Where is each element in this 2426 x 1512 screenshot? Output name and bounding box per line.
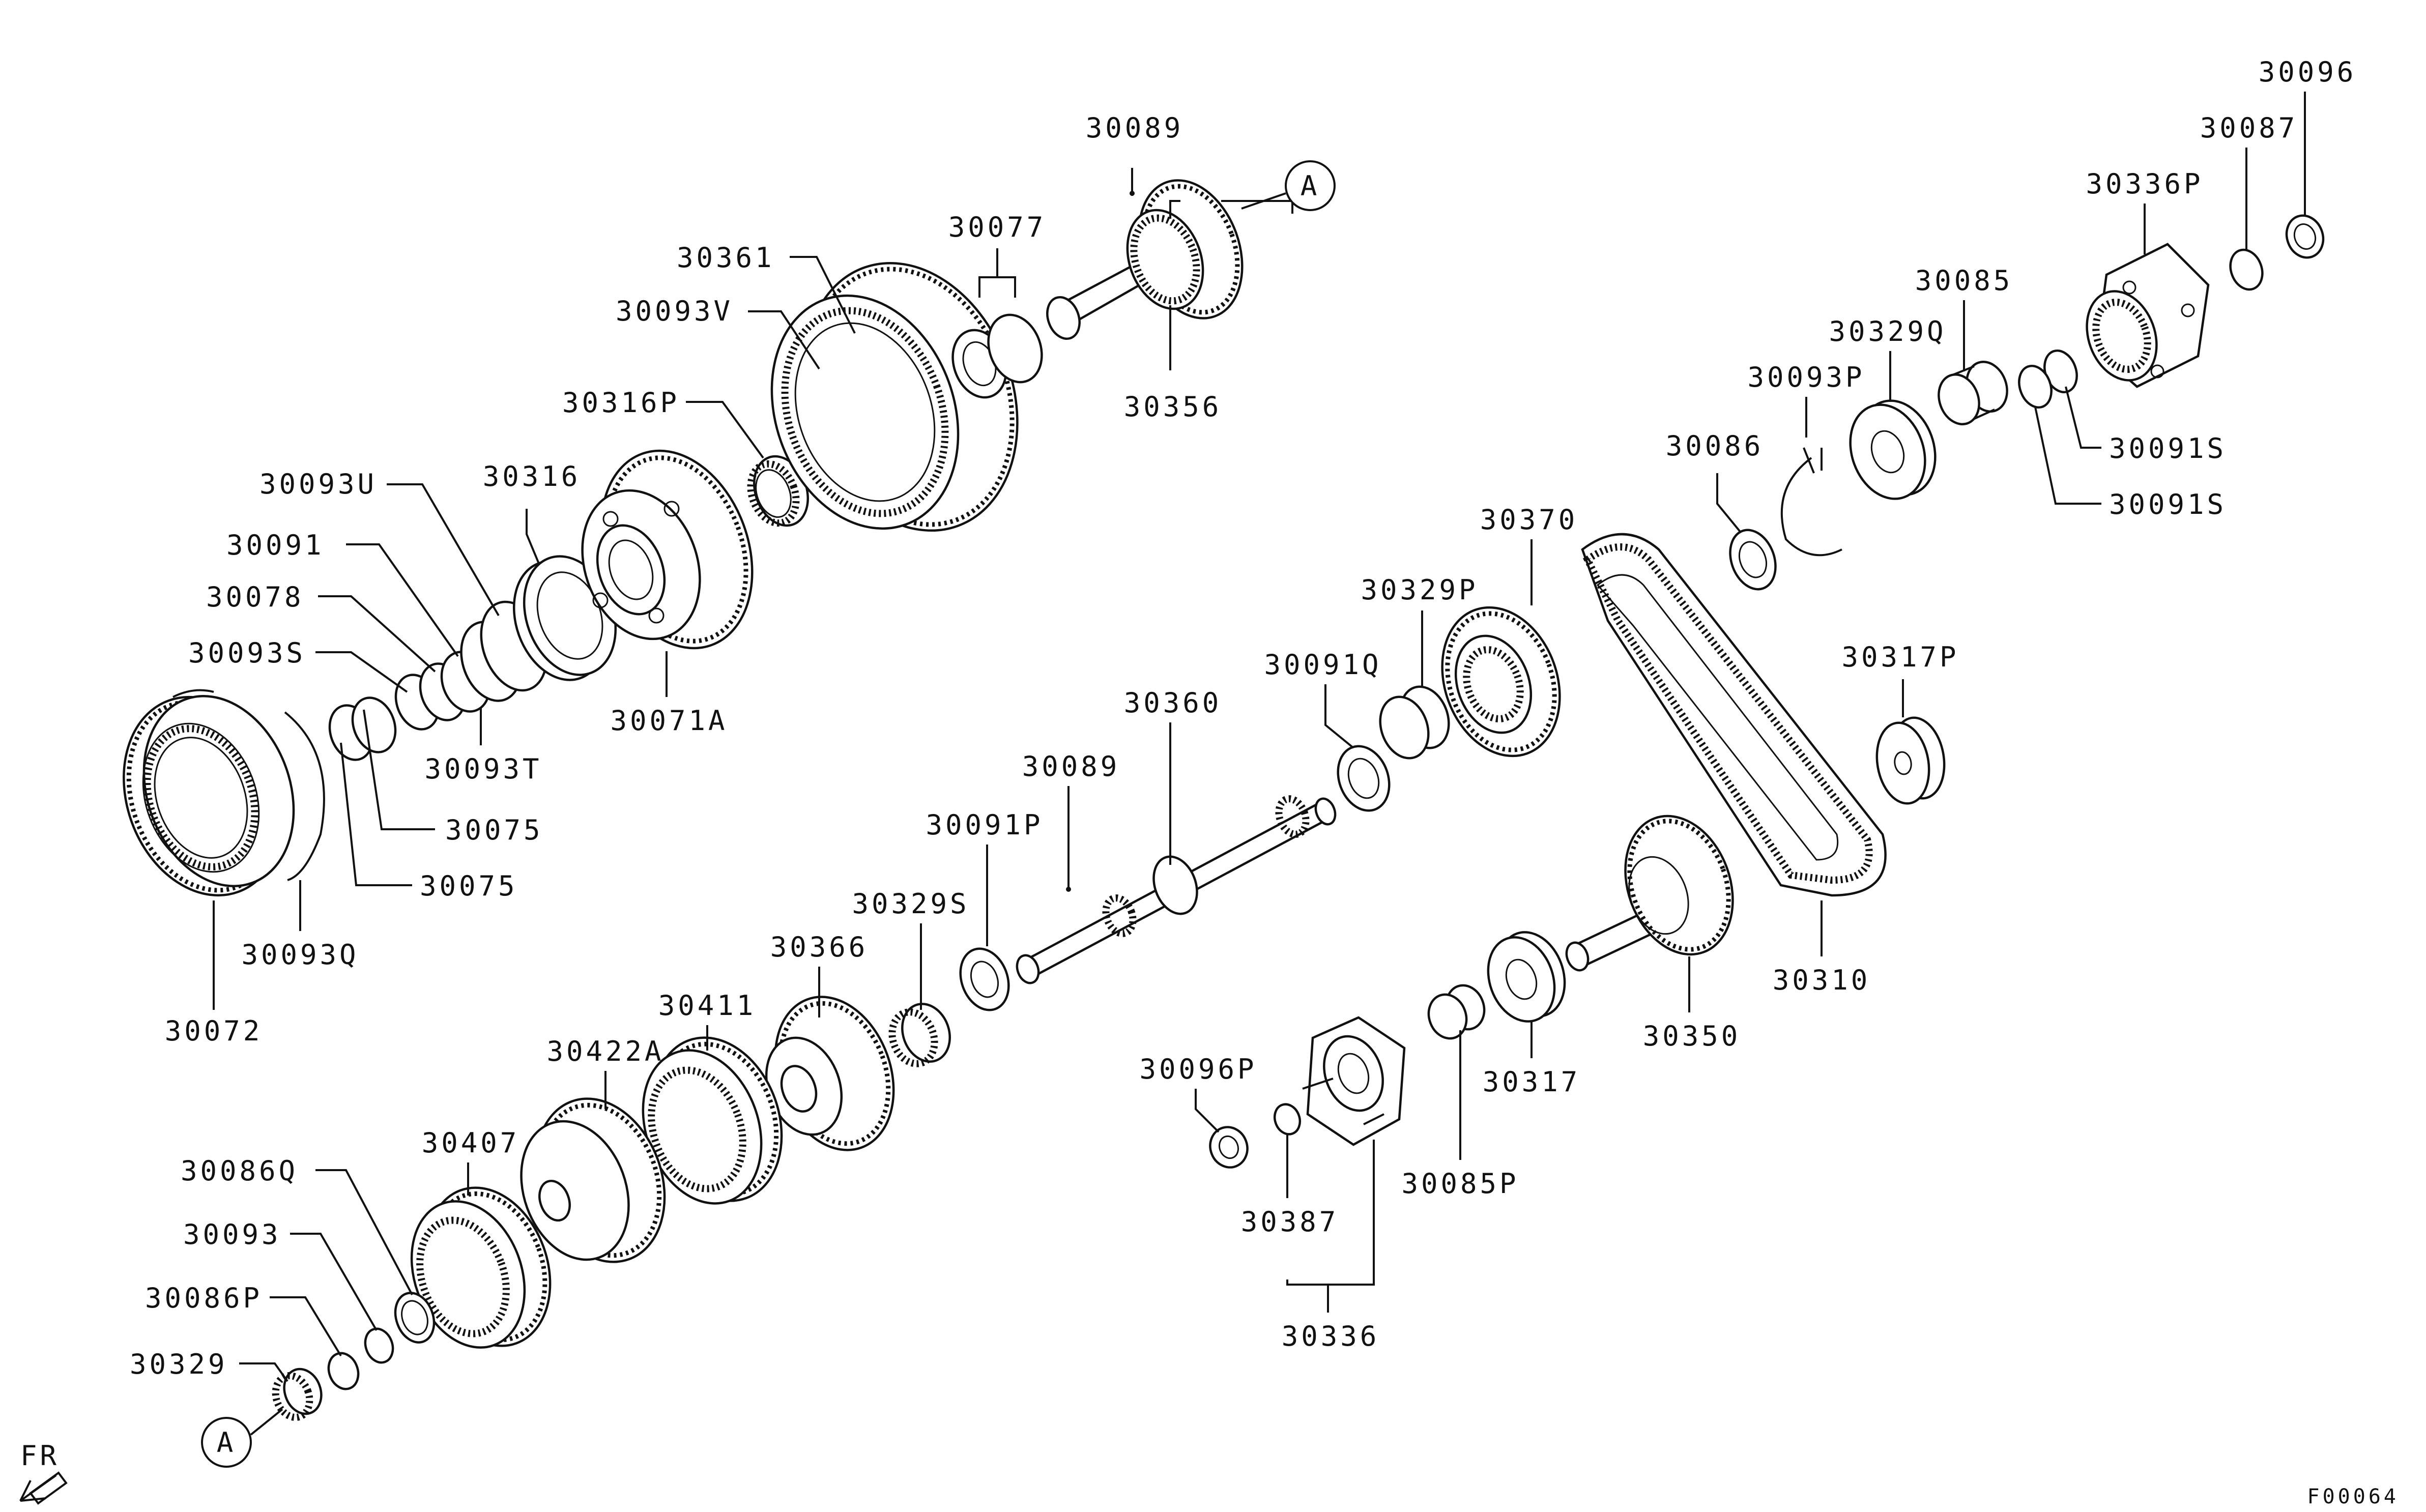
sleeve-30085-drawing <box>1938 361 2008 425</box>
part-label-30336p[interactable]: 30336P <box>2086 168 2203 200</box>
part-label-30329[interactable]: 30329 <box>130 1348 228 1380</box>
part-label-30336[interactable]: 30336 <box>1282 1320 1380 1352</box>
nut-30096p-drawing <box>1209 1126 1249 1169</box>
part-label-30093t[interactable]: 30093T <box>424 753 542 785</box>
nut-30096-drawing <box>2285 214 2325 259</box>
part-label-30411[interactable]: 30411 <box>658 990 757 1022</box>
part-label-30093q[interactable]: 30093Q <box>241 939 359 971</box>
part-label-30087[interactable]: 30087 <box>2200 112 2298 144</box>
part-label-30085[interactable]: 30085 <box>1915 265 2013 297</box>
part-label-30096[interactable]: 30096 <box>2259 56 2357 88</box>
callout-a-bottom: A <box>201 1408 283 1468</box>
part-label-30086p[interactable]: 30086P <box>145 1282 263 1314</box>
ring-30387-drawing <box>1273 1103 1302 1136</box>
part-label-30361[interactable]: 30361 <box>677 242 775 274</box>
shaft-gear-30356-drawing <box>1046 179 1244 340</box>
part-label-30316[interactable]: 30316 <box>483 460 581 492</box>
part-label-30329q[interactable]: 30329Q <box>1829 315 1946 347</box>
bearing-30317-drawing <box>1487 931 1566 1023</box>
part-label-30086[interactable]: 30086 <box>1666 430 1764 462</box>
part-label-30310[interactable]: 30310 <box>1773 964 1871 996</box>
part-label-30093u[interactable]: 30093U <box>259 468 377 500</box>
ring-gear-30072-drawing <box>123 695 295 897</box>
sleeve-30329p-drawing <box>1379 685 1450 760</box>
part-label-30091s-lower[interactable]: 30091S <box>2109 488 2227 520</box>
ring-30093-drawing <box>364 1327 394 1364</box>
ring-30086p-drawing <box>327 1352 360 1390</box>
part-label-30091s-upper[interactable]: 30091S <box>2109 432 2227 464</box>
part-label-30086q[interactable]: 30086Q <box>181 1155 298 1187</box>
front-direction-arrow-icon <box>19 1471 68 1505</box>
drum-gear-30361-drawing <box>770 261 1019 532</box>
part-label-30360[interactable]: 30360 <box>1124 687 1222 719</box>
flange-30336p-drawing <box>2086 243 2210 388</box>
washer-30091q-drawing <box>1337 745 1391 812</box>
part-label-30370[interactable]: 30370 <box>1480 504 1578 536</box>
part-label-30317p[interactable]: 30317P <box>1841 641 1959 673</box>
carrier-30071a-drawing <box>581 449 754 650</box>
flange-30336-drawing <box>1302 1016 1406 1146</box>
part-label-30091[interactable]: 30091 <box>226 529 325 561</box>
part-label-30316p[interactable]: 30316P <box>562 387 680 419</box>
snap-ring-30093q-drawing <box>284 711 325 881</box>
hub-30366-drawing <box>765 996 895 1151</box>
part-label-30317[interactable]: 30317 <box>1483 1066 1581 1098</box>
part-label-30093s[interactable]: 30093S <box>188 637 306 669</box>
part-label-30071a[interactable]: 30071A <box>610 705 728 737</box>
washer-30086-drawing <box>1729 529 1777 591</box>
needle-bearing-30329s-drawing <box>888 1003 951 1067</box>
part-label-30356[interactable]: 30356 <box>1124 391 1222 423</box>
part-label-30085p[interactable]: 30085P <box>1401 1168 1519 1200</box>
front-marker-label: FR <box>20 1440 60 1472</box>
part-label-30093p[interactable]: 30093P <box>1747 361 1865 393</box>
part-label-30075-upper[interactable]: 30075 <box>445 814 543 846</box>
main-shaft-30360-drawing <box>1016 795 1337 984</box>
part-label-30075-lower[interactable]: 30075 <box>420 870 518 902</box>
part-label-30089-mid[interactable]: 30089 <box>1022 750 1120 782</box>
part-label-30091p[interactable]: 30091P <box>926 809 1043 841</box>
part-label-30387[interactable]: 30387 <box>1241 1206 1339 1238</box>
part-label-30329p[interactable]: 30329P <box>1361 574 1478 606</box>
sleeve-30085p-drawing <box>1427 984 1486 1040</box>
part-label-30078[interactable]: 30078 <box>206 581 304 613</box>
part-illustrations <box>19 179 2325 1505</box>
diagram-code: F00064 <box>2307 1485 2400 1508</box>
needle-bearing-30316p-drawing <box>747 455 809 527</box>
drive-chain-30310-drawing <box>1581 533 1887 897</box>
callout-a-top: A <box>1241 160 1336 211</box>
gear-30422a-drawing <box>520 1097 666 1263</box>
bearing-30317p-drawing <box>1875 716 1946 805</box>
sprocket-30370-drawing <box>1441 606 1561 758</box>
leader-lines <box>213 92 2306 1382</box>
washer-30077b-drawing <box>987 313 1043 384</box>
needle-bearing-30329-drawing <box>272 1368 323 1421</box>
part-label-30077[interactable]: 30077 <box>948 211 1047 243</box>
part-label-30091q[interactable]: 30091Q <box>1264 649 1381 681</box>
part-label-30350[interactable]: 30350 <box>1643 1020 1741 1052</box>
callout-a-bottom-letter: A <box>217 1427 237 1459</box>
washer-30086q-drawing <box>394 1292 436 1344</box>
part-label-30366[interactable]: 30366 <box>770 931 869 963</box>
callout-a-top-letter: A <box>1301 170 1320 202</box>
washer-30091p-drawing <box>959 947 1010 1011</box>
sleeve-30407-drawing <box>410 1186 552 1349</box>
snap-ring-30093p-drawing <box>1780 457 1842 557</box>
part-label-30096p[interactable]: 30096P <box>1139 1053 1257 1085</box>
part-number-labels: 30089 30077 30361 30093V 30316P 30356 30… <box>20 56 2400 1508</box>
part-label-30422a[interactable]: 30422A <box>546 1035 664 1067</box>
part-label-30072[interactable]: 30072 <box>165 1015 263 1047</box>
part-label-30093[interactable]: 30093 <box>183 1218 281 1251</box>
snap-ring-30093q-end-drawing <box>172 689 214 698</box>
part-label-30089-top[interactable]: 30089 <box>1086 112 1184 144</box>
part-label-30329s[interactable]: 30329S <box>852 888 969 920</box>
part-label-30093v[interactable]: 30093V <box>616 295 733 327</box>
output-shaft-30350-drawing <box>1565 815 1734 972</box>
bearing-30329q-drawing <box>1849 399 1937 500</box>
part-label-30407[interactable]: 30407 <box>422 1127 520 1159</box>
ring-30091s-b-drawing <box>2018 364 2053 409</box>
ring-30087-drawing <box>2229 248 2264 291</box>
clutch-drum-30411-drawing <box>642 1036 783 1205</box>
